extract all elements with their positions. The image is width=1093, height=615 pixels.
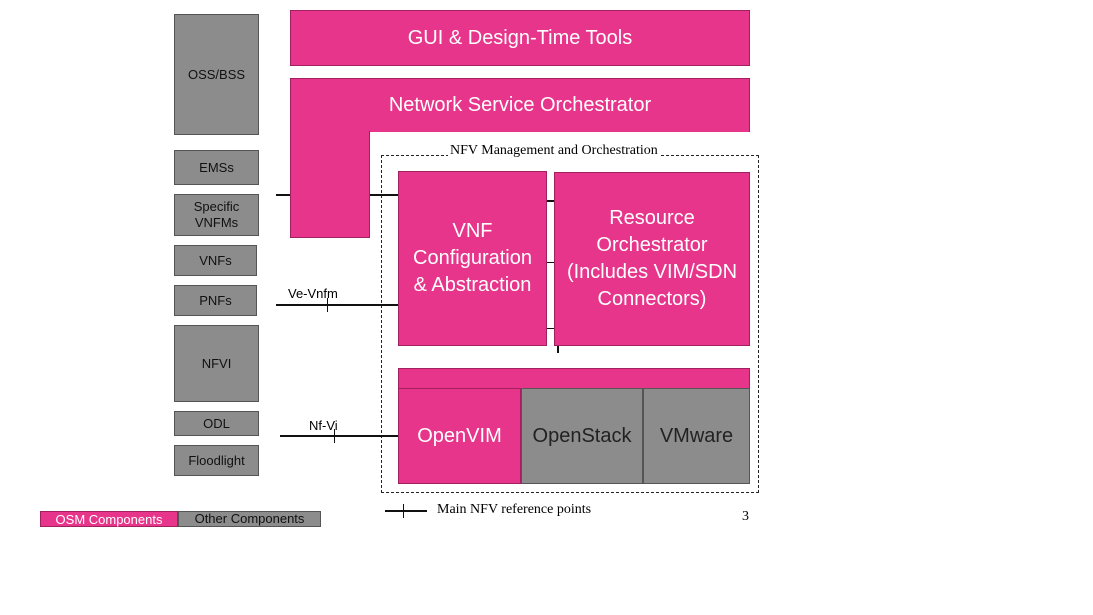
vnfs-box: VNFs	[174, 245, 257, 276]
nso-top-box: Network Service Orchestrator	[290, 78, 750, 132]
openstack-label: OpenStack	[532, 425, 632, 447]
openstack-box: OpenStack	[521, 388, 643, 484]
nfvi-label: NFVI	[201, 355, 232, 371]
vim-connector-strip	[398, 368, 750, 389]
emss-box: EMSs	[174, 150, 259, 185]
nf-vi-tick	[334, 429, 335, 443]
internal-connector-bottom	[546, 328, 555, 329]
openvim-label: OpenVIM	[417, 424, 502, 447]
floodlight-box: Floodlight	[174, 445, 259, 476]
resource-orchestrator-label: Resource Orchestrator (Includes VIM/SDN …	[566, 207, 738, 310]
pnfs-label: PNFs	[199, 292, 232, 308]
nso-mano-connector-line	[370, 194, 399, 196]
specific-vnfms-label: Specific VNFMs	[193, 199, 240, 230]
internal-connector-tick	[557, 345, 559, 353]
gui-design-tools-label: GUI & Design-Time Tools	[407, 26, 633, 49]
page-number: 3	[742, 509, 749, 524]
vmware-box: VMware	[643, 388, 750, 484]
nso-label: Network Service Orchestrator	[388, 94, 652, 116]
specific-vnfms-box: Specific VNFMs	[174, 194, 259, 236]
pnfs-box: PNFs	[174, 285, 257, 316]
internal-connector-top	[546, 200, 555, 202]
legend-reference-line	[385, 510, 427, 512]
oss-bss-box: OSS/BSS	[174, 14, 259, 135]
vnfs-label: VNFs	[199, 252, 232, 268]
ve-vnfm-label: Ve-Vnfm	[288, 286, 338, 301]
nso-connector-line	[276, 194, 290, 196]
internal-connector-mid	[546, 262, 555, 263]
resource-orchestrator-box: Resource Orchestrator (Includes VIM/SDN …	[554, 172, 750, 346]
legend-other-label: Other Components	[194, 511, 305, 526]
legend-osm-components: OSM Components	[40, 511, 178, 527]
legend-osm-label: OSM Components	[55, 511, 163, 527]
legend-other-components: Other Components	[178, 511, 321, 527]
legend-reference-tick	[403, 504, 404, 518]
nso-leg-box	[290, 131, 370, 238]
openvim-box: OpenVIM	[398, 388, 521, 484]
ve-vnfm-line	[276, 304, 399, 306]
odl-box: ODL	[174, 411, 259, 436]
nf-vi-line	[280, 435, 399, 437]
emss-label: EMSs	[199, 159, 234, 175]
oss-bss-label: OSS/BSS	[187, 66, 246, 82]
floodlight-label: Floodlight	[188, 452, 245, 468]
nf-vi-label: Nf-Vi	[309, 418, 338, 433]
odl-label: ODL	[203, 415, 230, 431]
vnf-config-label: VNF Configuration & Abstraction	[413, 220, 532, 296]
ve-vnfm-tick	[327, 298, 328, 312]
vnf-config-box: VNF Configuration & Abstraction	[398, 171, 547, 346]
nfvi-box: NFVI	[174, 325, 259, 402]
gui-design-tools-box: GUI & Design-Time Tools	[290, 10, 750, 66]
legend-reference-label: Main NFV reference points	[437, 502, 592, 517]
nfv-mano-label: NFV Management and Orchestration	[448, 143, 660, 159]
vmware-label: VMware	[659, 425, 734, 447]
